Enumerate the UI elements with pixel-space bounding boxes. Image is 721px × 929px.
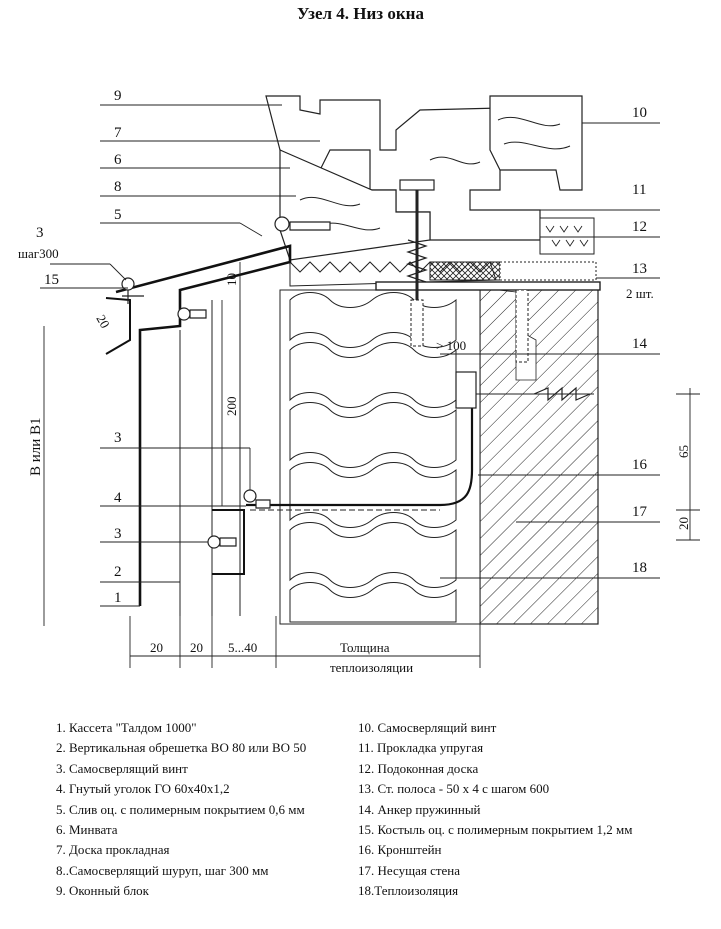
legend-item-14: 14. Анкер пружинный — [358, 801, 481, 817]
callout-7: 7 — [114, 125, 122, 141]
legend-item-10: 10. Самосверлящий винт — [358, 720, 497, 735]
screw-8 — [274, 216, 331, 232]
steel-strip — [375, 281, 601, 291]
gt100-label: > 100 — [436, 338, 466, 353]
legend-left: 1. Кассета "Талдом 1000" 2. Вертикальная… — [56, 718, 306, 902]
callout-2: 2 — [114, 564, 122, 580]
b-or-b1-label: B или B1 — [28, 417, 44, 476]
dim-200: 200 — [224, 397, 239, 417]
dim-10: 10 — [224, 273, 239, 286]
bracket-plate — [455, 371, 477, 409]
legend-item-1: 1. Кассета "Талдом 1000" — [56, 720, 197, 735]
elastic-gasket — [429, 261, 501, 281]
callout-5: 5 — [114, 207, 122, 223]
callout-1: 1 — [114, 590, 122, 606]
callout-4: 4 — [114, 490, 122, 506]
dim-20-right: 20 — [676, 517, 691, 530]
flashing-drip — [115, 244, 292, 606]
screw-3-mid — [243, 489, 271, 509]
insulation-thickness-line2: теплоизоляции — [330, 660, 413, 675]
legend-item-8: 8..Самосверлящий шуруп, шаг 300 мм — [56, 862, 269, 878]
dim-5-40: 5...40 — [228, 640, 257, 655]
legend-item-11: 11. Прокладка упругая — [358, 740, 484, 756]
callout-6: 6 — [114, 152, 122, 168]
legend-item-9: 9. Оконный блок — [56, 883, 149, 899]
callout-3-mid: 3 — [114, 430, 122, 446]
legend-item-2: 2. Вертикальная обрешетка ВО 80 или ВО 5… — [56, 740, 307, 756]
legend-item-12: 12. Подоконная доска — [358, 760, 479, 776]
two-pcs-label: 2 шт. — [626, 286, 654, 301]
legend-item-16: 16. Кронштейн — [358, 842, 442, 858]
legend-right: 10. Самосверлящий винт 11. Прокладка упр… — [358, 718, 632, 902]
window-sill-board — [539, 217, 595, 255]
callout-17: 17 — [632, 504, 648, 520]
load-bearing-wall — [479, 285, 599, 625]
callout-15: 15 — [44, 272, 59, 288]
window-frame-outer — [489, 95, 583, 191]
legend-item-3: 3. Самосверлящий винт — [56, 760, 188, 776]
callout-11: 11 — [632, 182, 646, 198]
callout-10: 10 — [632, 105, 647, 121]
screw-rivet-angle — [177, 307, 207, 321]
legend-item-7: 7. Доска прокладная — [56, 842, 170, 858]
page-title: Узел 4. Низ окна — [297, 4, 424, 23]
legend-item-5: 5. Слив оц. с полимерным покрытием 0,6 м… — [56, 801, 305, 817]
step-300-label: шаг300 — [18, 246, 59, 261]
legend-item-18: 18.Теплоизоляция — [358, 883, 459, 899]
callout-8: 8 — [114, 179, 122, 195]
dim-20-a: 20 — [150, 640, 163, 655]
bent-angle — [212, 509, 245, 575]
spring-anchor — [462, 289, 594, 402]
window-sill-lower — [499, 261, 597, 281]
screw-3-low — [207, 535, 237, 549]
callout-13: 13 — [632, 261, 647, 277]
dim-20-b: 20 — [190, 640, 203, 655]
cassette-profile — [105, 297, 131, 355]
screw-3-top — [121, 277, 144, 304]
callout-14: 14 — [632, 336, 648, 352]
bracket — [246, 372, 474, 507]
self-drilling-screw-10 — [399, 179, 435, 347]
legend-item-17: 17. Несущая стена — [358, 862, 461, 878]
legend-item-4: 4. Гнутый уголок ГО 60х40х1,2 — [56, 781, 230, 797]
legend-item-6: 6. Минвата — [56, 822, 118, 838]
callout-9: 9 — [114, 88, 122, 104]
legend-item-13: 13. Ст. полоса - 50 х 4 с шагом 600 — [358, 781, 550, 797]
callout-3-low: 3 — [114, 526, 122, 542]
legend-item-15: 15. Костыль оц. с полимерным покрытием 1… — [358, 822, 633, 838]
callout-16: 16 — [632, 457, 648, 473]
dim-20-angle: 20 — [93, 312, 112, 331]
vertical-lathing — [179, 300, 241, 616]
callout-12: 12 — [632, 219, 647, 235]
callout-3-top: 3 — [36, 225, 44, 241]
window-block — [265, 95, 541, 241]
callout-18: 18 — [632, 560, 647, 576]
dim-65: 65 — [676, 445, 691, 458]
insulation-thickness-line1: Толщина — [340, 640, 390, 655]
